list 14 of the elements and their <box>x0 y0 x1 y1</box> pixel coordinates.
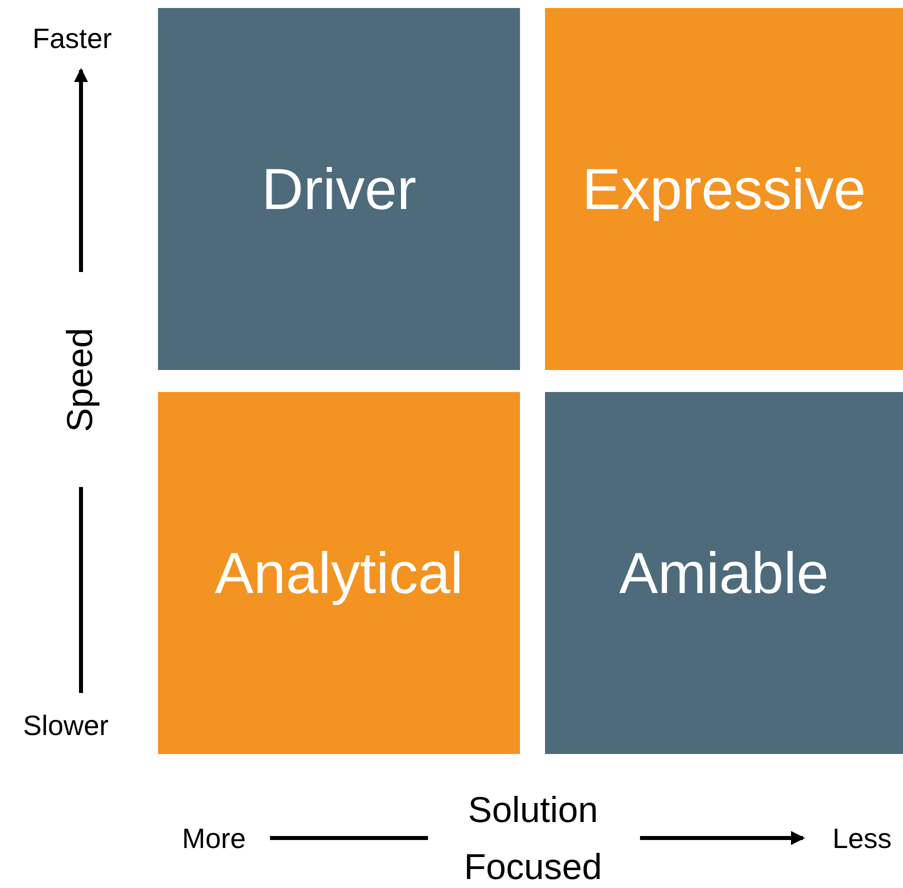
quadrant-label: Expressive <box>582 156 866 222</box>
axis-end-label: Slower <box>23 710 109 740</box>
axis-title: Solution Focused <box>462 788 604 888</box>
quadrant-box <box>158 392 520 754</box>
quadrant-box <box>545 392 903 754</box>
quadrant-label: Amiable <box>619 540 829 606</box>
quadrant-label: Analytical <box>214 540 464 606</box>
quadrant-box <box>158 8 520 370</box>
axis-end-label: More <box>182 824 246 853</box>
quadrant-box <box>545 8 903 370</box>
axis-title: Speed <box>61 328 99 432</box>
axis-end-label: Less <box>832 824 892 853</box>
axis-end-label: Faster <box>32 24 112 53</box>
quadrant-label: Driver <box>262 156 416 222</box>
